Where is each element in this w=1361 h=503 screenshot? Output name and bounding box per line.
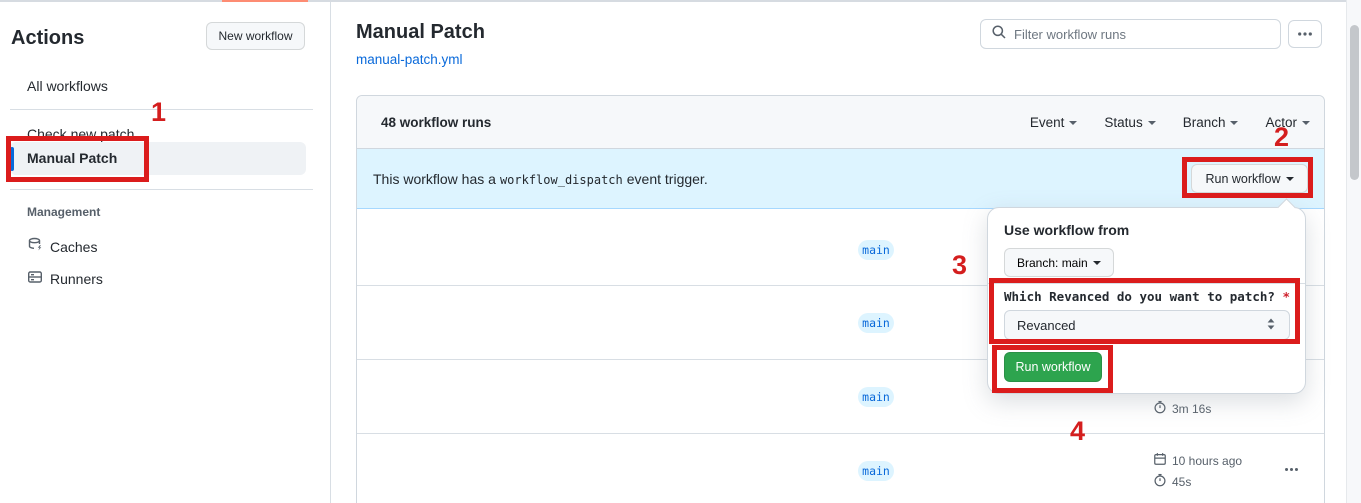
kebab-icon bbox=[1284, 467, 1298, 471]
popup-title: Use workflow from bbox=[1004, 222, 1130, 238]
sidebar-item-caches[interactable]: Caches bbox=[27, 237, 97, 256]
scrollbar-thumb[interactable] bbox=[1350, 25, 1359, 180]
run-workflow-popup: Use workflow from Branch: main Which Rev… bbox=[987, 207, 1306, 394]
branch-badge[interactable]: main bbox=[858, 240, 894, 260]
filter-actor[interactable]: Actor bbox=[1265, 115, 1310, 130]
filter-branch[interactable]: Branch bbox=[1183, 115, 1239, 130]
run-options-button[interactable] bbox=[1278, 460, 1304, 478]
run-workflow-submit-button[interactable]: Run workflow bbox=[1004, 352, 1102, 382]
chevron-down-icon bbox=[1092, 260, 1101, 269]
actions-sidebar: Actions New workflow All workflows Check… bbox=[0, 2, 331, 503]
stopwatch-icon bbox=[1153, 473, 1167, 490]
workflow-dispatch-code: workflow_dispatch bbox=[499, 172, 623, 187]
branch-badge[interactable]: main bbox=[858, 461, 894, 481]
updown-chevron-icon bbox=[1265, 317, 1277, 334]
sidebar-item-manual-patch[interactable] bbox=[10, 142, 306, 175]
workflow-input-label: Which Revanced do you want to patch? * bbox=[1004, 289, 1290, 304]
sidebar-item-manual-patch-label[interactable]: Manual Patch bbox=[27, 150, 118, 166]
sidebar-divider bbox=[10, 109, 313, 110]
chevron-down-icon bbox=[1069, 120, 1078, 129]
page-title: Manual Patch bbox=[356, 21, 485, 43]
row-divider bbox=[357, 285, 1324, 286]
chevron-down-icon bbox=[1147, 120, 1156, 129]
search-icon bbox=[991, 24, 1007, 45]
sidebar-divider bbox=[10, 189, 313, 190]
sidebar-item-runners-label: Runners bbox=[50, 270, 103, 287]
sidebar-item-caches-label: Caches bbox=[50, 238, 98, 255]
required-marker: * bbox=[1282, 289, 1290, 304]
calendar-icon bbox=[1153, 452, 1167, 469]
top-border bbox=[0, 0, 1361, 2]
chevron-down-icon bbox=[1302, 120, 1310, 129]
filter-status[interactable]: Status bbox=[1104, 115, 1156, 130]
branch-badge[interactable]: main bbox=[858, 313, 894, 333]
sidebar-item-check-new-patch[interactable]: Check new patch bbox=[27, 126, 135, 142]
search-input[interactable] bbox=[1014, 26, 1270, 42]
stopwatch-icon bbox=[1153, 400, 1167, 417]
run-workflow-dropdown-button[interactable]: Run workflow bbox=[1191, 164, 1308, 193]
chevron-down-icon bbox=[1230, 120, 1239, 129]
workflow-file-link[interactable]: manual-patch.yml bbox=[356, 52, 463, 67]
cache-icon bbox=[27, 237, 43, 256]
row-divider bbox=[357, 359, 1324, 360]
workflow-runs-count: 48 workflow runs bbox=[381, 114, 492, 130]
select-value: Revanced bbox=[1017, 317, 1076, 333]
popup-divider bbox=[988, 283, 1305, 284]
branch-badge[interactable]: main bbox=[858, 387, 894, 407]
run-duration: 3m 16s bbox=[1153, 400, 1211, 417]
workflow-options-button[interactable] bbox=[1288, 20, 1322, 48]
selected-indicator bbox=[10, 147, 14, 171]
runs-card-header: 48 workflow runs bbox=[357, 96, 1324, 149]
management-section-label: Management bbox=[27, 205, 101, 219]
runner-icon bbox=[27, 269, 43, 288]
branch-selector-button[interactable]: Branch: main bbox=[1004, 248, 1114, 277]
sidebar-item-runners[interactable]: Runners bbox=[27, 269, 103, 288]
row-divider bbox=[357, 433, 1324, 434]
sidebar-title: Actions bbox=[11, 27, 85, 49]
scrollbar-track[interactable] bbox=[1346, 0, 1361, 503]
revanced-select[interactable]: Revanced bbox=[1004, 310, 1290, 340]
sidebar-item-all-workflows[interactable]: All workflows bbox=[27, 78, 108, 94]
workflow-runs-card: 48 workflow runs Event Status Branch Act… bbox=[356, 95, 1325, 503]
run-duration: 45s bbox=[1153, 473, 1191, 490]
new-workflow-button[interactable]: New workflow bbox=[206, 22, 305, 50]
chevron-down-icon bbox=[1285, 176, 1294, 185]
filter-runs-search[interactable] bbox=[980, 19, 1281, 49]
run-time: 10 hours ago bbox=[1153, 452, 1242, 469]
runs-filters: Event Status Branch Actor bbox=[1030, 96, 1310, 149]
filter-event[interactable]: Event bbox=[1030, 115, 1078, 130]
kebab-icon bbox=[1298, 32, 1312, 36]
